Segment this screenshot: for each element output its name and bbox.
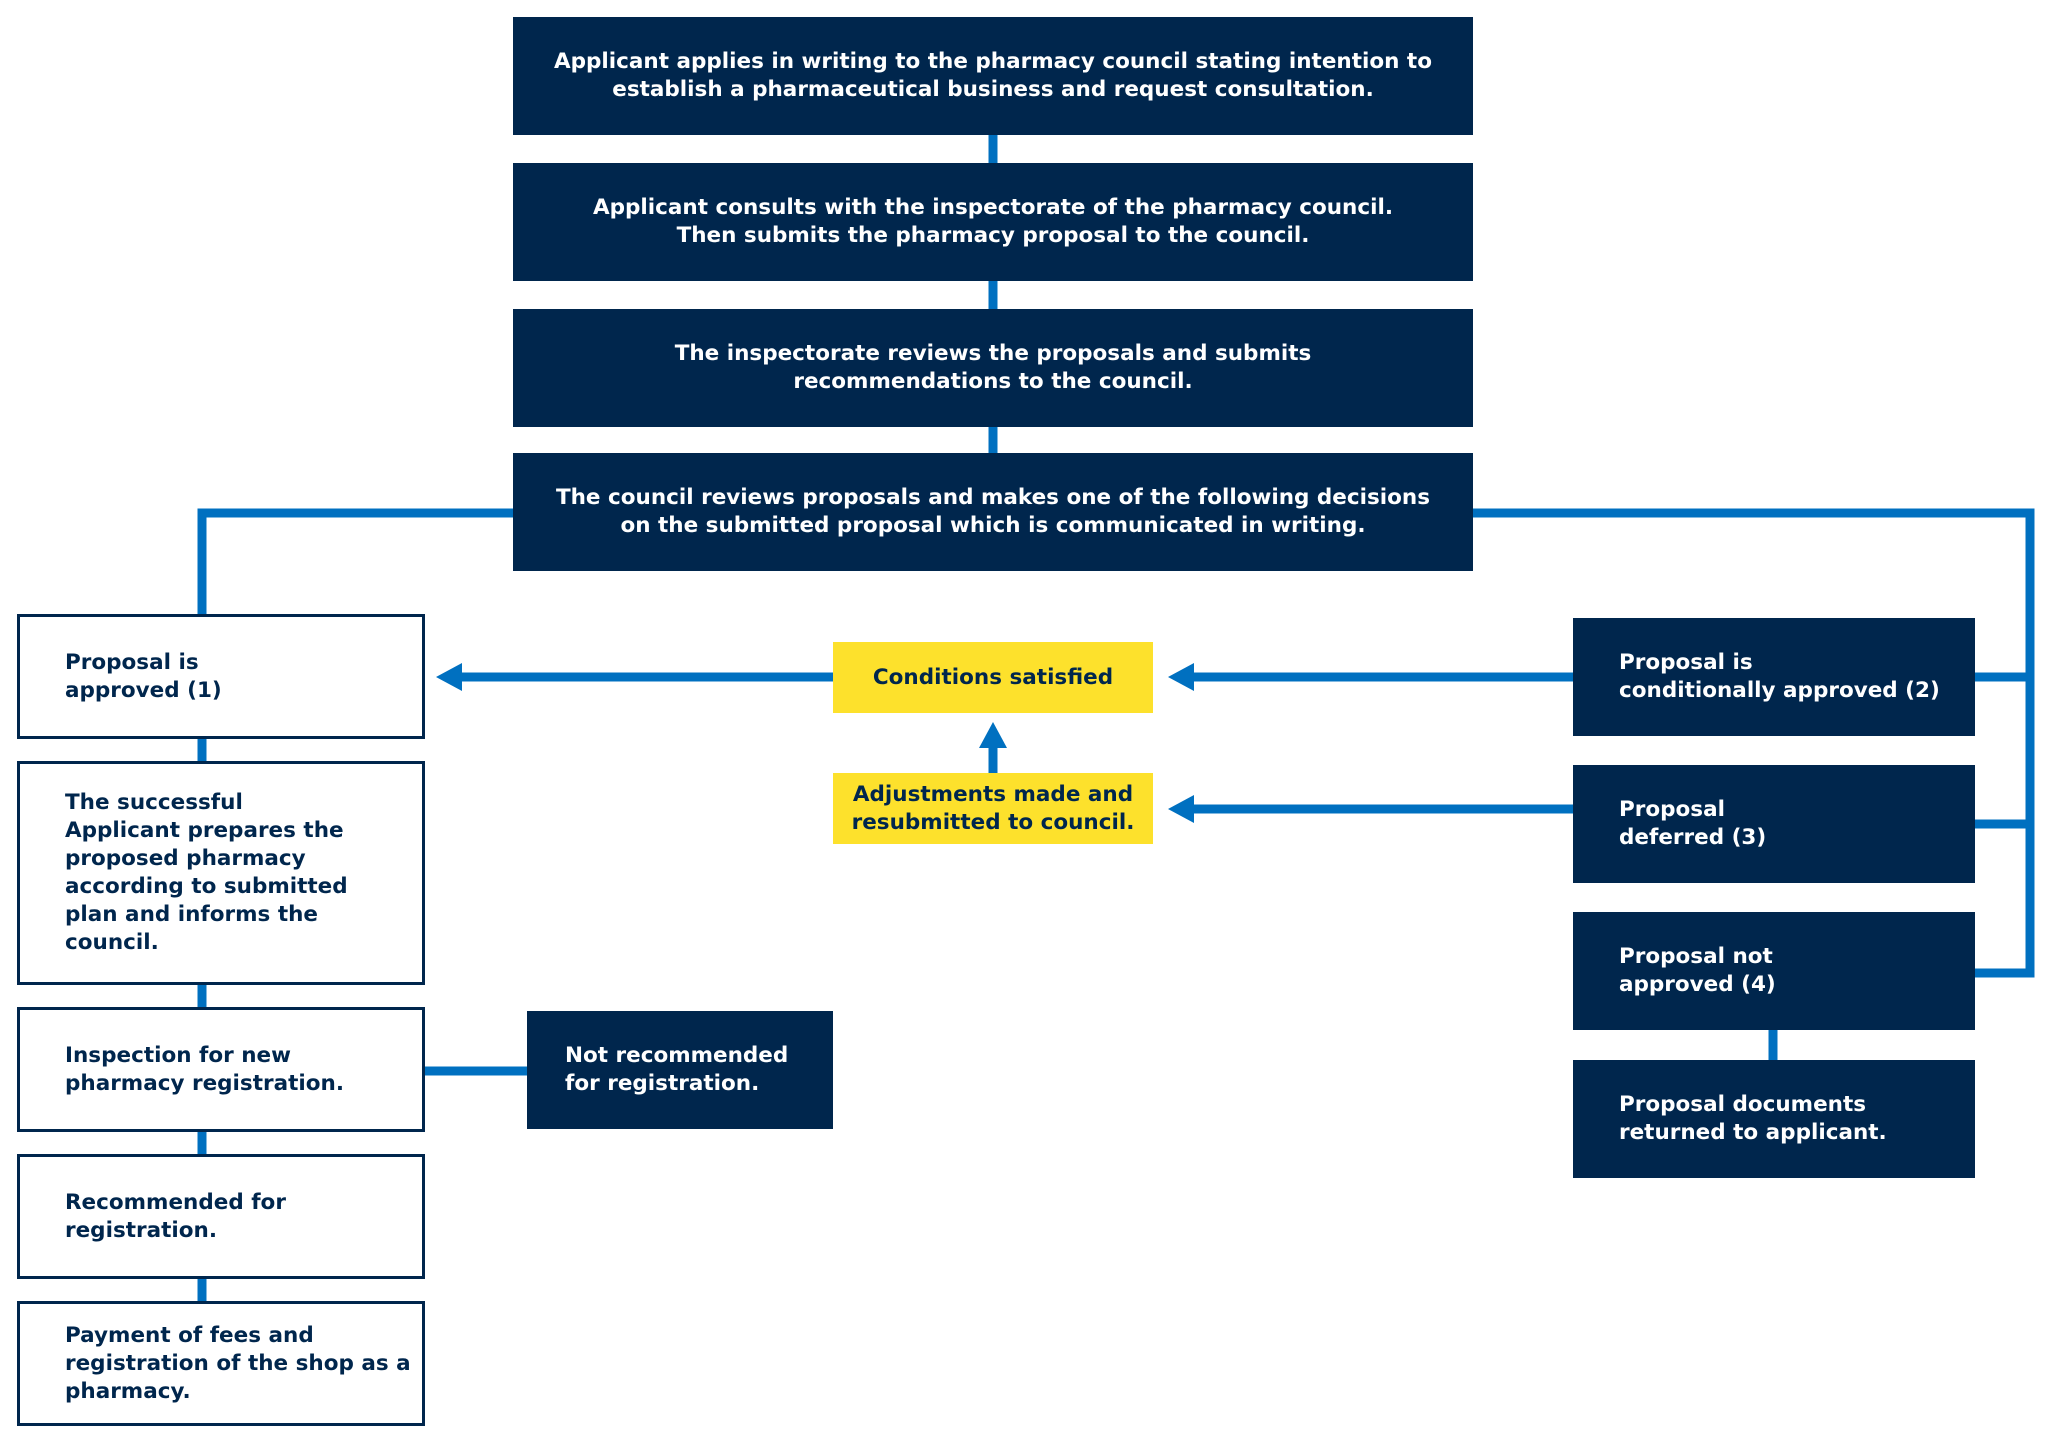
arrowhead-conditions-up	[979, 722, 1007, 748]
connector-decision-to-approved	[197, 508, 513, 616]
arrowhead-adjustments	[1168, 795, 1194, 823]
box-applicant-prepares: The successful Applicant prepares the pr…	[17, 761, 425, 985]
box-proposal-deferred: Proposal deferred (3)	[1573, 765, 1975, 883]
box-recommended-text: Recommended for registration.	[65, 1189, 286, 1243]
box-not-recommended: Not recommended for registration.	[527, 1011, 833, 1129]
box-proposal-deferred-text: Proposal deferred (3)	[1619, 797, 1767, 850]
box-conditions-satisfied-text: Conditions satisfied	[872, 664, 1114, 690]
step-apply-in-writing: Applicant applies in writing to the phar…	[513, 17, 1473, 135]
box-documents-returned-text: Proposal documents returned to applicant…	[1619, 1092, 1887, 1145]
step-inspectorate-reviews: The inspectorate reviews the proposals a…	[513, 309, 1473, 427]
connector-decision-to-right-column	[1473, 508, 2035, 978]
box-payment-registration-text: Payment of fees and registration of the …	[65, 1322, 411, 1404]
box-documents-returned: Proposal documents returned to applicant…	[1573, 1060, 1975, 1178]
box-proposal-approved: Proposal is approved (1)	[17, 614, 425, 739]
step-consult-inspectorate-text: Applicant consults with the inspectorate…	[593, 195, 1393, 248]
box-conditionally-approved-text: Proposal is conditionally approved (2)	[1619, 650, 1940, 703]
box-applicant-prepares-text: The successful Applicant prepares the pr…	[65, 790, 348, 955]
box-recommended: Recommended for registration.	[17, 1154, 425, 1279]
box-inspection-text: Inspection for new pharmacy registration…	[65, 1042, 344, 1096]
box-proposal-not-approved-text: Proposal not approved (4)	[1619, 944, 1776, 997]
arrowhead-conditions	[1168, 663, 1194, 691]
box-conditions-satisfied: Conditions satisfied	[833, 642, 1153, 713]
box-conditionally-approved: Proposal is conditionally approved (2)	[1573, 618, 1975, 736]
box-inspection: Inspection for new pharmacy registration…	[17, 1007, 425, 1132]
box-proposal-not-approved: Proposal not approved (4)	[1573, 912, 1975, 1030]
box-adjustments-resubmitted-text: Adjustments made and resubmitted to coun…	[851, 781, 1135, 835]
step-consult-inspectorate: Applicant consults with the inspectorate…	[513, 163, 1473, 281]
box-adjustments-resubmitted: Adjustments made and resubmitted to coun…	[833, 773, 1153, 844]
step-council-decision-text: The council reviews proposals and makes …	[555, 485, 1431, 538]
box-payment-registration: Payment of fees and registration of the …	[17, 1301, 425, 1426]
step-inspectorate-reviews-text: The inspectorate reviews the proposals a…	[674, 341, 1312, 394]
step-apply-in-writing-text: Applicant applies in writing to the phar…	[554, 49, 1432, 102]
box-not-recommended-text: Not recommended for registration.	[565, 1043, 789, 1096]
arrowhead-approved	[436, 663, 462, 691]
box-proposal-approved-text: Proposal is approved (1)	[65, 649, 222, 703]
step-council-decision: The council reviews proposals and makes …	[513, 453, 1473, 571]
